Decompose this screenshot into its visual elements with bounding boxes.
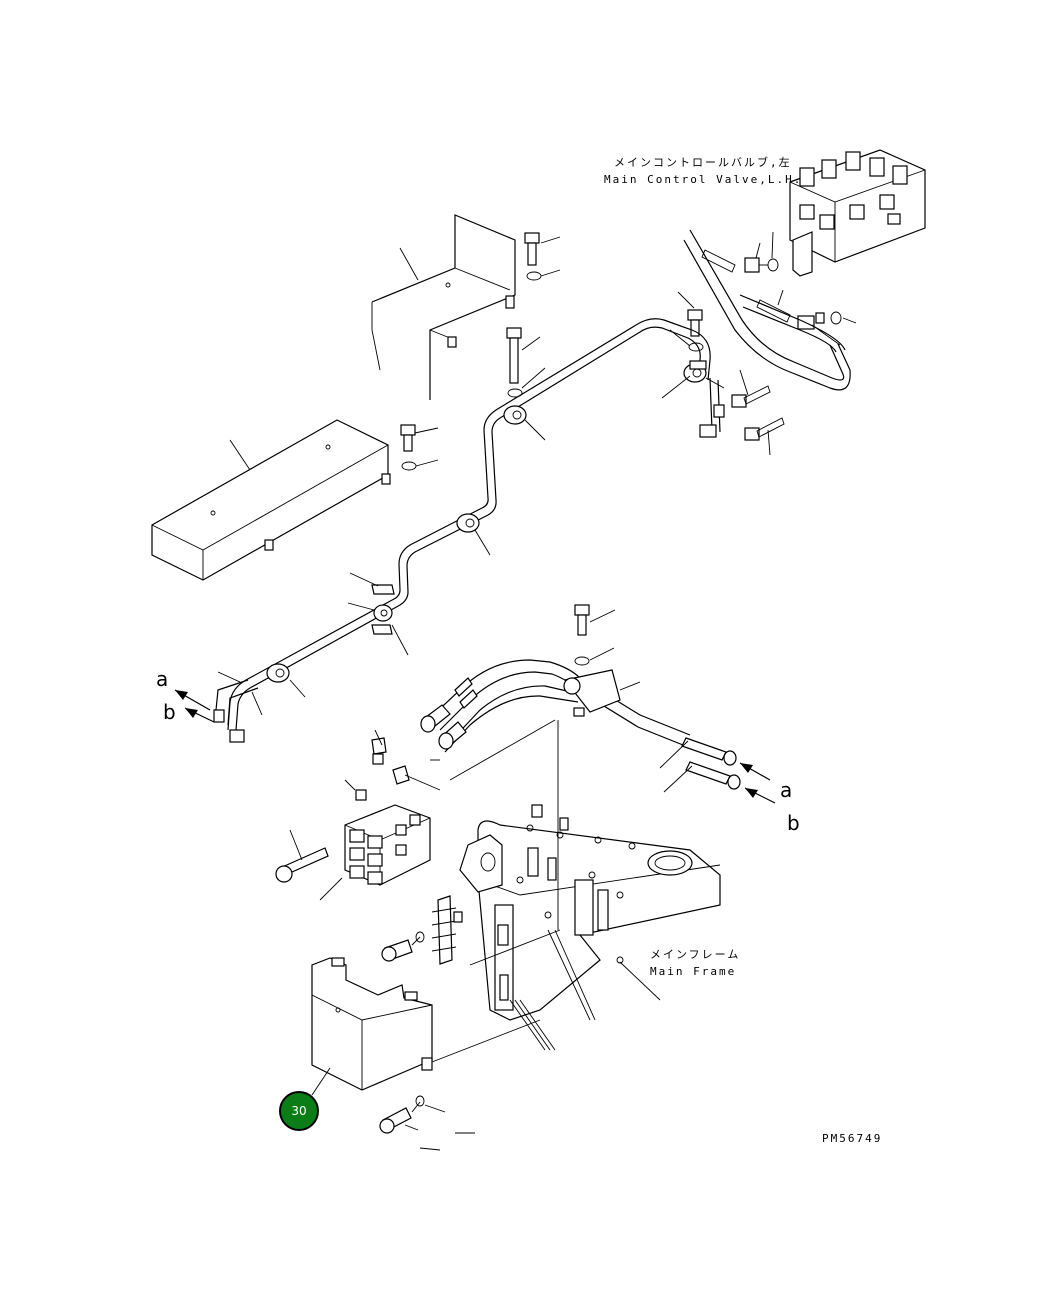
- main-frame: [449, 719, 721, 1051]
- item-badge-30[interactable]: 30: [279, 1091, 319, 1131]
- pipe-line-upper: [227, 229, 851, 731]
- top-cover-plate: [371, 214, 516, 400]
- left-arrow-a-label: a: [156, 667, 168, 691]
- cover-box: [151, 419, 439, 581]
- valve-label-jp: メインコントロールバルブ,左: [614, 155, 792, 169]
- right-arrows: a b: [739, 762, 800, 835]
- frame-label-jp: メインフレーム: [650, 948, 740, 961]
- solenoid-valve-block: [275, 729, 441, 901]
- elbow-fittings-right: [699, 369, 785, 456]
- badge-circle[interactable]: [279, 1091, 319, 1131]
- right-arrow-b-label: b: [787, 811, 800, 835]
- clip-and-bolts: [381, 604, 616, 966]
- left-arrows: a b: [156, 667, 215, 724]
- left-arrow-b-label: b: [163, 700, 176, 724]
- frame-label-en: Main Frame: [650, 965, 736, 978]
- pipe-clamps: [266, 360, 725, 698]
- bottom-cover-box: [311, 957, 541, 1151]
- drawing-number: PM56749: [822, 1132, 882, 1145]
- bolt-group-top: [506, 232, 704, 398]
- valve-label-en: Main Control Valve,L.H.: [604, 173, 802, 186]
- main-control-valve: [789, 149, 926, 277]
- right-arrow-a-label: a: [780, 778, 792, 802]
- hoses: [420, 659, 741, 793]
- badge-number[interactable]: 30: [291, 1104, 306, 1118]
- pipe-ends-left: [213, 671, 263, 743]
